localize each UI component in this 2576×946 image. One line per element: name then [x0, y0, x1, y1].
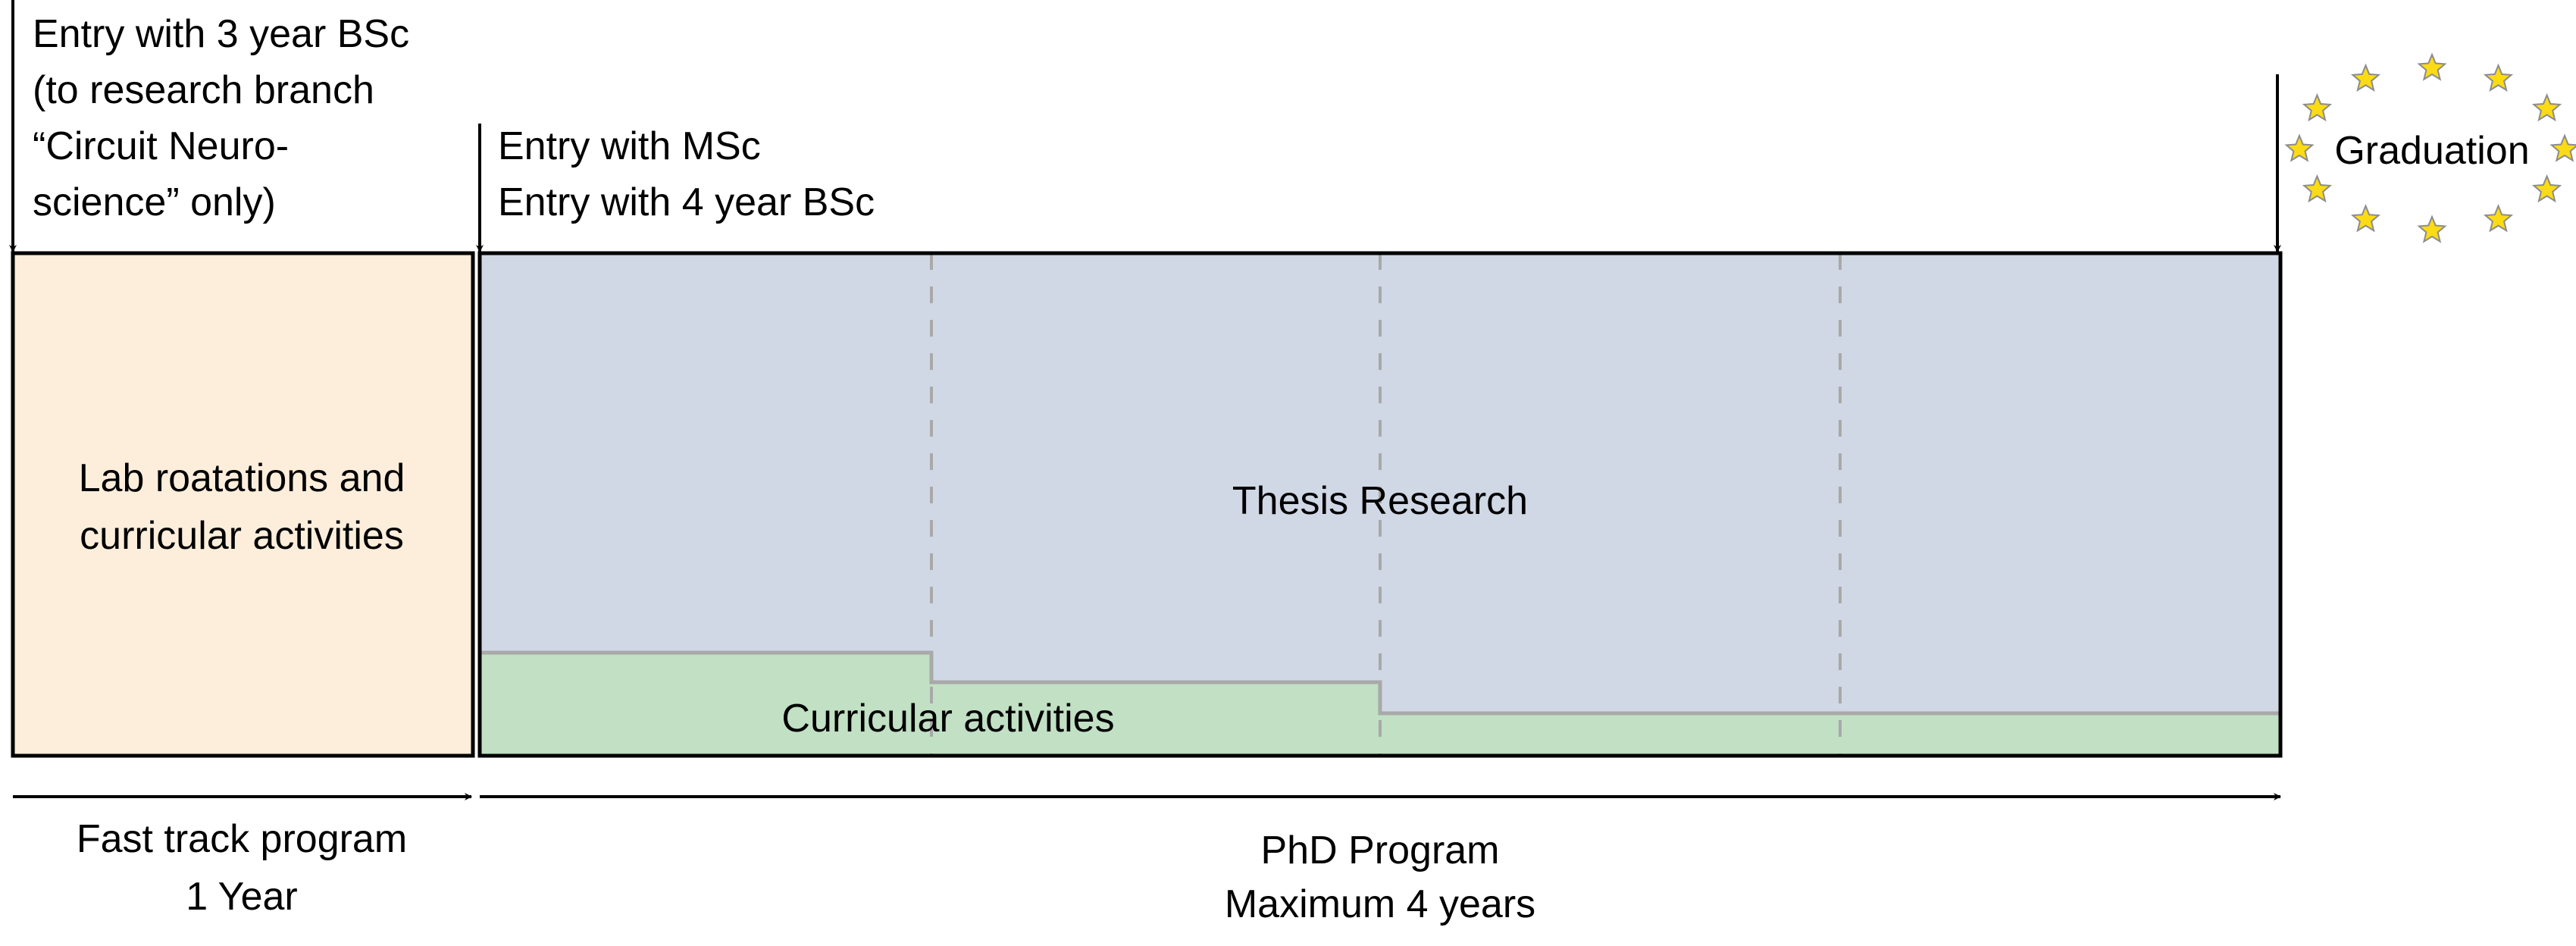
star-icon — [2549, 133, 2576, 162]
fast-track-program-label: Fast track program — [77, 817, 407, 861]
star-icon — [2483, 204, 2514, 233]
phd-box-border — [477, 251, 2283, 758]
star-icon — [2531, 174, 2562, 203]
phd-program-label: PhD Program — [1261, 829, 1500, 872]
star-icon — [2302, 92, 2333, 122]
thesis-research-label: Thesis Research — [1232, 479, 1528, 523]
star-icon — [2483, 63, 2514, 92]
fast-track-entry-line-4: science” only) — [33, 180, 276, 224]
star-icon — [2284, 133, 2315, 162]
phd-duration-label: Maximum 4 years — [1225, 882, 1535, 926]
graduation-stars — [2284, 52, 2576, 243]
fast-track-entry-line-3: “Circuit Neuro- — [33, 124, 289, 168]
fast-track-box-line-2: curricular activities — [80, 514, 404, 558]
curricular-activities-label: Curricular activities — [781, 697, 1114, 741]
graduation-label: Graduation — [2334, 129, 2529, 173]
star-icon — [2417, 215, 2447, 243]
fast-track-entry-line-1: Entry with 3 year BSc — [33, 12, 409, 56]
phd-entry-line-2: Entry with 4 year BSc — [498, 180, 875, 224]
star-icon — [2417, 52, 2447, 81]
fast-track-box-line-1: Lab roatations and — [79, 456, 405, 500]
fast-track-entry-line-2: (to research branch — [33, 68, 374, 112]
curricular-step-line — [480, 650, 2280, 716]
fast-track-duration-label: 1 Year — [186, 875, 298, 919]
star-icon — [2350, 63, 2381, 92]
star-icon — [2302, 174, 2333, 203]
phd-entry-line-1: Entry with MSc — [498, 124, 761, 168]
star-icon — [2531, 92, 2562, 122]
fast-track-box — [11, 251, 475, 758]
star-icon — [2350, 204, 2381, 233]
